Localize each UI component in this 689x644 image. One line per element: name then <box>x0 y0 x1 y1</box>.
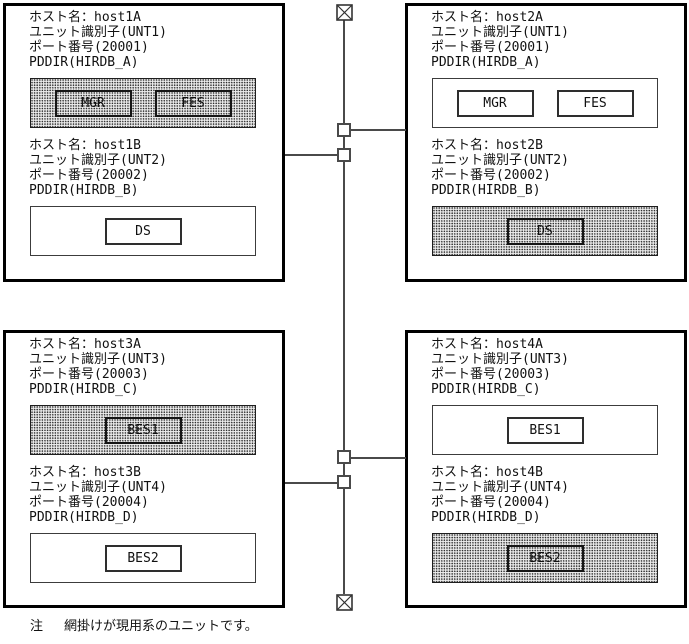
pddir-label: PDDIR(HIRDB_C) <box>431 382 541 397</box>
host-name-label: ホスト名：host1B <box>29 138 141 153</box>
unit-label: DS <box>537 223 553 239</box>
unit-container-active: MGR FES <box>30 78 256 128</box>
port-number-label: ポート番号(20002) <box>29 168 149 183</box>
unit-box-fes: FES <box>556 89 634 117</box>
footnote-text: 網掛けが現用系のユニットです。 <box>64 619 258 634</box>
unit-id-label: ユニット識別子(UNT1) <box>29 25 167 40</box>
footnote-prefix: 注 <box>30 619 44 634</box>
port-number-label: ポート番号(20004) <box>29 495 149 510</box>
unit-box-mgr: MGR <box>456 89 534 117</box>
pddir-label: PDDIR(HIRDB_A) <box>431 55 541 70</box>
unit-label: DS <box>135 223 151 239</box>
pddir-label: PDDIR(HIRDB_C) <box>29 382 139 397</box>
network-stub-line <box>285 482 338 484</box>
unit-container-standby: BES1 <box>432 405 658 455</box>
port-number-label: ポート番号(20003) <box>29 367 149 382</box>
pddir-label: PDDIR(HIRDB_B) <box>29 183 139 198</box>
host-section-host4B: ホスト名：host4B ユニット識別子(UNT4) ポート番号(20004) P… <box>431 465 684 583</box>
unit-box-ds: DS <box>506 217 584 245</box>
unit-label: BES1 <box>529 422 561 438</box>
unit-label: FES <box>181 95 205 111</box>
unit-box-bes1: BES1 <box>104 416 182 444</box>
network-stub-line <box>285 154 338 156</box>
network-tap-icon <box>337 123 351 137</box>
host-name-label: ホスト名：host3B <box>29 465 141 480</box>
network-stub-line <box>350 457 406 459</box>
network-stub-line <box>350 129 406 131</box>
host-section-host3A: ホスト名：host3A ユニット識別子(UNT3) ポート番号(20003) P… <box>29 337 282 455</box>
unit-container-standby: BES2 <box>30 533 256 583</box>
unit-label: FES <box>583 95 607 111</box>
unit-box-fes: FES <box>154 89 232 117</box>
unit-label: BES2 <box>127 550 159 566</box>
network-tap-icon <box>337 148 351 162</box>
pddir-label: PDDIR(HIRDB_D) <box>29 510 139 525</box>
pddir-label: PDDIR(HIRDB_D) <box>431 510 541 525</box>
port-number-label: ポート番号(20003) <box>431 367 551 382</box>
unit-id-label: ユニット識別子(UNT4) <box>29 480 167 495</box>
host-section-host3B: ホスト名：host3B ユニット識別子(UNT4) ポート番号(20004) P… <box>29 465 282 583</box>
unit-container-active: BES2 <box>432 533 658 583</box>
network-terminator-icon <box>336 594 353 611</box>
unit-id-label: ユニット識別子(UNT2) <box>29 153 167 168</box>
port-number-label: ポート番号(20002) <box>431 168 551 183</box>
unit-id-label: ユニット識別子(UNT3) <box>29 352 167 367</box>
host-name-label: ホスト名：host4B <box>431 465 543 480</box>
unit-container-standby: DS <box>30 206 256 256</box>
unit-label: MGR <box>483 95 507 111</box>
port-number-label: ポート番号(20001) <box>29 40 149 55</box>
unit-label: BES2 <box>529 550 561 566</box>
host-section-host1B: ホスト名：host1B ユニット識別子(UNT2) ポート番号(20002) P… <box>29 138 282 256</box>
unit-container-active: DS <box>432 206 658 256</box>
host-section-host2B: ホスト名：host2B ユニット識別子(UNT2) ポート番号(20002) P… <box>431 138 684 256</box>
host-section-host2A: ホスト名：host2A ユニット識別子(UNT1) ポート番号(20001) P… <box>431 10 684 128</box>
unit-id-label: ユニット識別子(UNT4) <box>431 480 569 495</box>
unit-id-label: ユニット識別子(UNT1) <box>431 25 569 40</box>
host-name-label: ホスト名：host2B <box>431 138 543 153</box>
host-name-label: ホスト名：host1A <box>29 10 141 25</box>
host-box-1: ホスト名：host1A ユニット識別子(UNT1) ポート番号(20001) P… <box>3 3 285 282</box>
host-section-host1A: ホスト名：host1A ユニット識別子(UNT1) ポート番号(20001) P… <box>29 10 282 128</box>
host-box-3: ホスト名：host3A ユニット識別子(UNT3) ポート番号(20003) P… <box>3 330 285 608</box>
unit-box-bes2: BES2 <box>104 544 182 572</box>
unit-box-mgr: MGR <box>54 89 132 117</box>
port-number-label: ポート番号(20004) <box>431 495 551 510</box>
network-tap-icon <box>337 475 351 489</box>
pddir-label: PDDIR(HIRDB_B) <box>431 183 541 198</box>
host-name-label: ホスト名：host3A <box>29 337 141 352</box>
unit-container-standby: MGR FES <box>432 78 658 128</box>
unit-label: BES1 <box>127 422 159 438</box>
host-section-host4A: ホスト名：host4A ユニット識別子(UNT3) ポート番号(20003) P… <box>431 337 684 455</box>
unit-id-label: ユニット識別子(UNT3) <box>431 352 569 367</box>
host-box-4: ホスト名：host4A ユニット識別子(UNT3) ポート番号(20003) P… <box>405 330 687 608</box>
port-number-label: ポート番号(20001) <box>431 40 551 55</box>
pddir-label: PDDIR(HIRDB_A) <box>29 55 139 70</box>
unit-box-bes2: BES2 <box>506 544 584 572</box>
unit-box-ds: DS <box>104 217 182 245</box>
network-terminator-icon <box>336 4 353 21</box>
unit-box-bes1: BES1 <box>506 416 584 444</box>
footnote: 注 網掛けが現用系のユニットです。 <box>30 619 258 635</box>
unit-label: MGR <box>81 95 105 111</box>
host-name-label: ホスト名：host2A <box>431 10 543 25</box>
network-tap-icon <box>337 450 351 464</box>
host-box-2: ホスト名：host2A ユニット識別子(UNT1) ポート番号(20001) P… <box>405 3 687 282</box>
network-trunk-line <box>343 20 345 594</box>
host-name-label: ホスト名：host4A <box>431 337 543 352</box>
unit-id-label: ユニット識別子(UNT2) <box>431 153 569 168</box>
unit-container-active: BES1 <box>30 405 256 455</box>
